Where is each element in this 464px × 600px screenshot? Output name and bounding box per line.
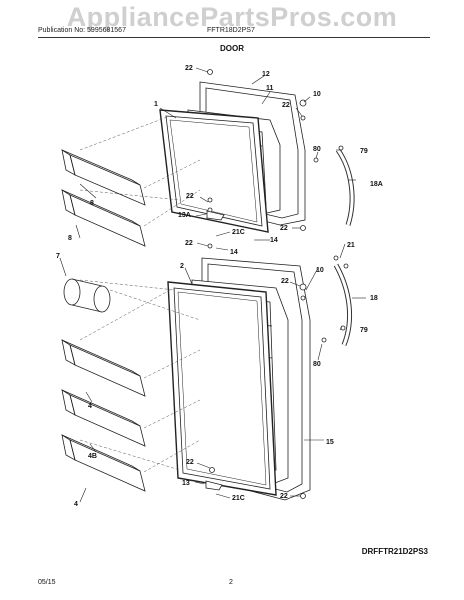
callout-2: 2 <box>180 263 184 270</box>
callout-21c: 21C <box>232 229 245 236</box>
callout-8: 8 <box>90 200 94 207</box>
callout-79: 79 <box>360 148 368 155</box>
callout-22: 22 <box>185 240 193 247</box>
callout-22: 22 <box>280 225 288 232</box>
callout-22: 22 <box>282 102 290 109</box>
callout-21c: 21C <box>232 495 245 502</box>
watermark: AppliancePartsPros.com <box>66 2 398 32</box>
callout-4b: 4B <box>88 453 97 460</box>
exploded-view-guides <box>79 115 201 473</box>
callout-4: 4 <box>74 501 78 508</box>
callout-18: 18 <box>370 295 378 302</box>
callout-13a: 13A <box>178 212 191 219</box>
callout-22: 22 <box>186 459 194 466</box>
door-shelf-4-lower <box>61 434 146 492</box>
callout-22: 22 <box>185 65 193 72</box>
model-number: FFTR18D2PS7 <box>207 27 255 34</box>
freezer-handle-18a <box>335 148 355 226</box>
callout-8: 8 <box>68 235 72 242</box>
fresh-food-door-gasket <box>167 281 277 496</box>
callout-21: 21 <box>347 242 355 249</box>
callout-22: 22 <box>186 193 194 200</box>
hinge-plugs-and-screws <box>205 69 349 499</box>
callout-13: 13 <box>182 480 190 487</box>
callout-79: 79 <box>360 327 368 334</box>
door-shelf-8-upper <box>61 149 146 206</box>
diagram-code: DRFFTR21D2PS3 <box>361 547 428 556</box>
callout-22: 22 <box>280 493 288 500</box>
callout-80: 80 <box>313 146 321 153</box>
callout-22: 22 <box>281 278 289 285</box>
callout-4: 4 <box>88 403 92 410</box>
fresh-food-handle-18 <box>333 263 353 346</box>
callout-14: 14 <box>270 237 278 244</box>
page-number: 2 <box>229 579 233 586</box>
callout-leader-lines <box>59 67 366 503</box>
door-shelf-4b <box>61 389 146 447</box>
publication-number: Publication No: 5995681567 <box>38 27 126 34</box>
dairy-compartment-7 <box>63 278 111 313</box>
door-shelf-4-upper <box>61 339 146 397</box>
callout-18a: 18A <box>370 181 383 188</box>
callout-10: 10 <box>316 267 324 274</box>
section-title: DOOR <box>220 44 244 53</box>
door-shelf-8-lower <box>61 189 146 247</box>
callout-7: 7 <box>56 253 60 260</box>
callout-1: 1 <box>154 101 158 108</box>
callout-80: 80 <box>313 361 321 368</box>
callout-10: 10 <box>313 91 321 98</box>
callout-11: 11 <box>266 85 274 92</box>
callout-14: 14 <box>230 249 238 256</box>
header-rule <box>38 37 430 38</box>
footer-date: 05/15 <box>38 579 56 586</box>
callout-15: 15 <box>326 439 334 446</box>
callout-12: 12 <box>262 71 270 78</box>
freezer-door-gasket <box>159 109 269 233</box>
